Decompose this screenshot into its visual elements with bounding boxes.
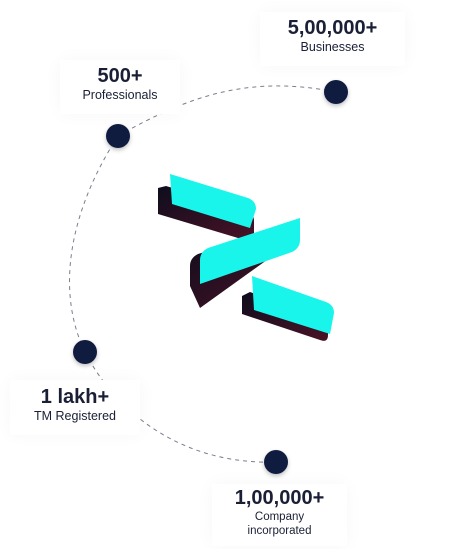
brand-logo-icon	[158, 174, 334, 341]
stat-label-line1: Company	[254, 511, 305, 523]
stat-label-line2: incorporated	[247, 525, 312, 537]
stat-tm-registered: 1 lakh+ TM Registered	[10, 380, 140, 435]
stat-value: 1,00,000+	[234, 487, 325, 509]
stat-company-incorporated: 1,00,000+ Company incorporated	[212, 484, 347, 546]
stat-value: 1 lakh+	[40, 386, 110, 408]
stat-professionals: 500+ Professionals	[60, 60, 180, 114]
orbit-dot	[73, 340, 97, 364]
orbit-dot	[264, 450, 288, 474]
orbit-dot	[324, 80, 348, 104]
stat-label: Professionals	[82, 88, 158, 102]
stat-label: TM Registered	[34, 409, 116, 423]
stat-value: 500+	[97, 65, 143, 87]
stat-businesses: 5,00,000+ Businesses	[260, 12, 405, 66]
orbit-dot	[106, 124, 130, 148]
stat-label: Businesses	[300, 40, 365, 54]
stat-value: 5,00,000+	[287, 17, 378, 39]
